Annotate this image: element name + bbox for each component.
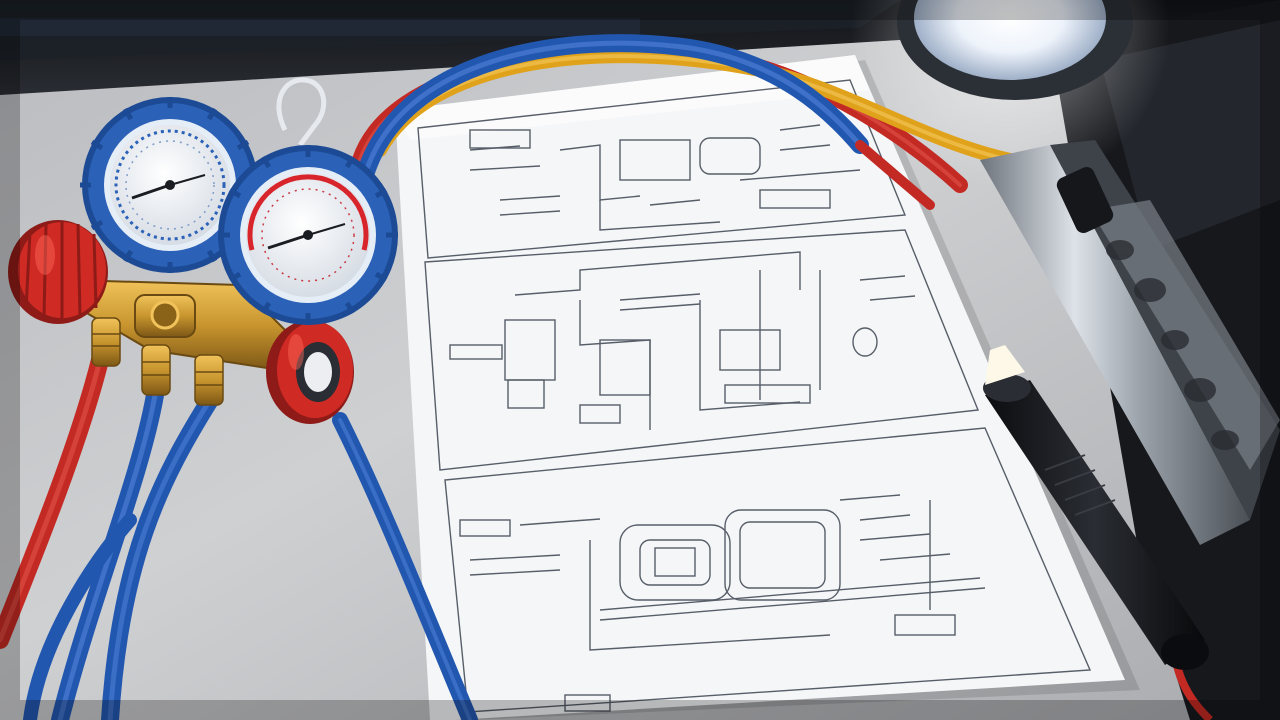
gauge-needle [131,183,171,200]
hanging-hook [276,77,327,147]
red-valve-knob-right [266,320,354,424]
schematic-panel-bottom [444,427,1092,713]
port-fitting [141,344,171,396]
high-pressure-gauge [218,145,398,325]
schematic-panel-middle [424,229,979,471]
lamp-lens [914,0,1106,80]
gauge-needle [267,233,309,250]
wiring-schematic-sheet [395,55,1125,720]
red-valve-knob-left [8,220,108,324]
port-fitting [91,317,121,367]
marker-or-meter-probe [983,345,1213,720]
port-fitting [194,354,224,406]
gauge-manifold [68,278,302,406]
low-pressure-gauge [80,97,260,273]
aluminum-channel [980,140,1280,545]
schematic-panel-top [417,79,907,259]
hoses-bottom [0,351,478,720]
